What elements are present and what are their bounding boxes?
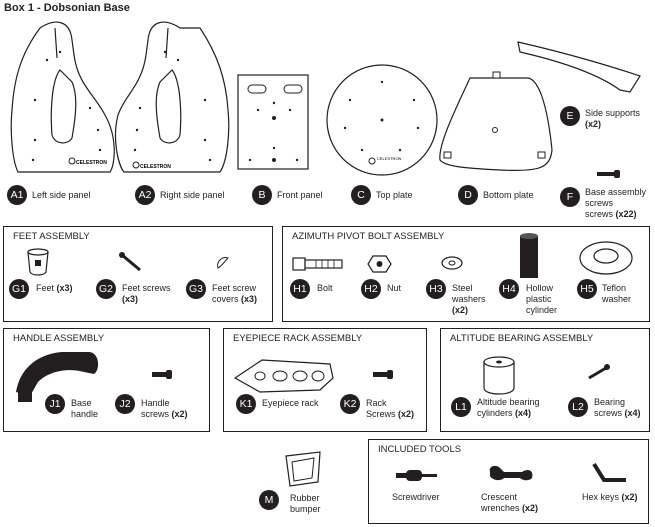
badge-m: M [259,490,279,510]
badge-f: F [560,187,580,207]
badge-h2: H2 [361,279,381,299]
badge-h5: H5 [577,279,597,299]
label-bottom-plate: Bottom plate [483,190,534,200]
base-screws-qty: (x22) [615,209,637,219]
badge-a1: A1 [7,185,27,205]
feet-qty: (x3) [56,283,73,293]
eyepiece-assembly-box: EYEPIECE RACK ASSEMBLY [223,328,427,432]
badge-j1: J1 [45,394,65,414]
feet-screws-text: Feet screws [122,283,171,293]
label-nut: Nut [387,283,402,293]
badge-k2: K2 [340,394,360,414]
badge-l1: L1 [451,397,471,417]
included-tools-title: INCLUDED TOOLS [378,444,462,455]
feet-assembly-title: FEET ASSEMBLY [13,231,90,242]
feet-text: Feet [36,283,55,293]
badge-h3: H3 [426,279,446,299]
altitude-assembly-box: ALTITUDE BEARING ASSEMBLY [440,328,650,432]
rack-screws-qty: (x2) [398,409,415,419]
wrenches-qty: (x2) [522,503,539,513]
badge-h1: H1 [290,279,310,299]
altitude-cylinders-qty: (x4) [515,408,532,418]
left-panel-logo: CELESTRON [76,160,107,166]
label-front-panel: Front panel [277,190,323,200]
page-title: Box 1 - Dobsonian Base [4,2,130,14]
label-right-side-panel: Right side panel [160,190,225,200]
right-panel-logo: CELESTRON [140,164,171,170]
badge-a2: A2 [135,185,155,205]
base-screws-text: Base assembly screws [585,187,647,208]
badge-g3: G3 [186,279,206,299]
label-feet-screws: Feet screws (x3) [122,283,171,305]
handle-assembly-box: HANDLE ASSEMBLY [3,328,210,432]
feet-assembly-box: FEET ASSEMBLY [3,226,273,322]
badge-l2: L2 [568,397,588,417]
label-bolt: Bolt [317,283,333,293]
label-side-supports: Side supports (x2) [585,108,640,130]
badge-e: E [560,106,580,126]
badge-d: D [458,185,478,205]
steel-washers-qty: (x2) [452,305,469,315]
badge-h4: H4 [499,279,519,299]
included-tools-box: INCLUDED TOOLS [368,439,649,524]
label-top-plate: Top plate [376,190,413,200]
top-plate-logo: CELESTRON [377,156,402,161]
azimuth-assembly-title: AZIMUTH PIVOT BOLT ASSEMBLY [292,231,445,242]
bearing-screws-qty: (x4) [624,408,641,418]
handle-assembly-title: HANDLE ASSEMBLY [13,333,105,344]
azimuth-assembly-box: AZIMUTH PIVOT BOLT ASSEMBLY [282,226,650,322]
hex-keys-qty: (x2) [621,492,638,502]
label-feet: Feet (x3) [36,283,73,294]
hex-keys-text: Hex keys [582,492,620,502]
feet-screws-qty: (x3) [122,294,139,304]
side-supports-text: Side supports [585,108,641,118]
badge-g1: G1 [9,279,29,299]
badge-b: B [252,185,272,205]
label-screwdriver: Screwdriver [392,492,440,502]
eyepiece-assembly-title: EYEPIECE RACK ASSEMBLY [233,333,363,344]
feet-covers-qty: (x3) [241,294,258,304]
label-base-screws: Base assembly screws screws (x22) [585,187,647,219]
side-supports-qty: (x2) [585,119,602,129]
label-eyepiece-rack: Eyepiece rack [262,398,319,408]
altitude-assembly-title: ALTITUDE BEARING ASSEMBLY [450,333,594,344]
badge-j2: J2 [115,394,135,414]
badge-c: C [351,185,371,205]
label-hex-keys: Hex keys (x2) [582,492,638,503]
badge-k1: K1 [236,394,256,414]
label-left-side-panel: Left side panel [32,190,91,200]
badge-g2: G2 [96,279,116,299]
handle-screws-qty: (x2) [171,409,188,419]
